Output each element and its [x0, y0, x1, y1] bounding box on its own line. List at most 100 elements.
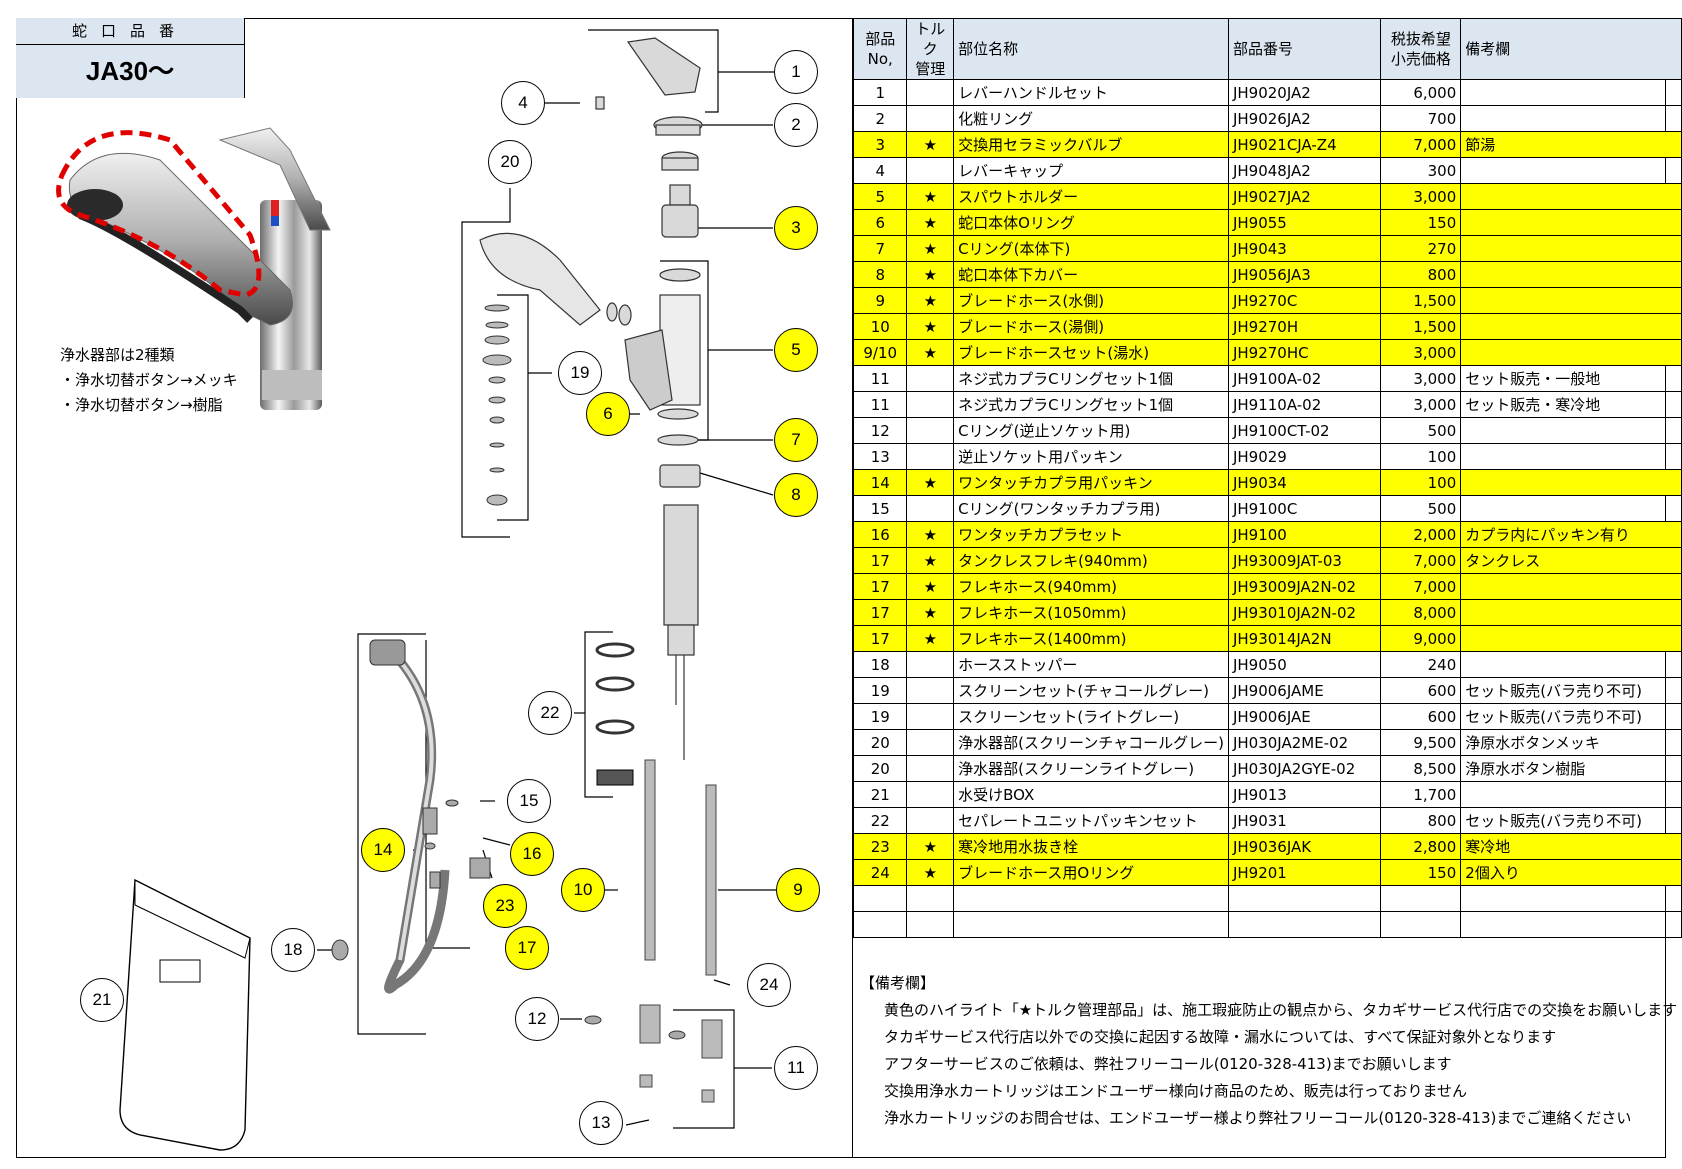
cell-torque: [906, 79, 955, 106]
cell-price: 3,000: [1380, 183, 1462, 210]
cell-part-name: スクリーンセット(ライトグレー): [953, 703, 1229, 730]
cell-part-code: JH9100A-02: [1227, 365, 1382, 392]
header-part-name: 部位名称: [953, 18, 1229, 80]
callout-13: 13: [579, 1101, 623, 1145]
cell-price: [1380, 911, 1462, 938]
cell-torque: [906, 365, 955, 392]
faucet-photo: [56, 127, 331, 410]
cell-torque: ★: [906, 599, 955, 626]
note-line: ・浄水切替ボタン→メッキ: [60, 371, 238, 389]
cell-torque: [906, 443, 955, 470]
cell-remarks: セット販売(バラ売り不可): [1460, 677, 1682, 704]
remarks-line: タカギサービス代行店以外での交換に起因する故障・漏水については、すべて保証対象外…: [884, 1028, 1557, 1046]
cell-torque: [906, 391, 955, 418]
cell-price: 800: [1380, 807, 1462, 834]
cell-torque: [906, 677, 955, 704]
cell-remarks: タンクレス: [1460, 547, 1682, 574]
cell-part-no: 19: [852, 703, 908, 730]
table-row: [852, 911, 1682, 938]
cell-part-code: JH9043: [1227, 235, 1382, 262]
cell-part-code: JH9056JA3: [1227, 261, 1382, 288]
cell-torque: ★: [906, 625, 955, 652]
remarks-line: 浄水カートリッジのお問合せは、エンドユーザー様より弊社フリーコール(0120-3…: [884, 1109, 1632, 1127]
cell-part-no: 2: [852, 105, 908, 132]
cell-torque: ★: [906, 833, 955, 860]
cell-torque: [906, 105, 955, 132]
cell-price: 300: [1380, 157, 1462, 184]
cell-price: 6,000: [1380, 79, 1462, 106]
exploded-diagram: [119, 29, 776, 1151]
cell-remarks: [1460, 443, 1682, 470]
cell-torque: [906, 417, 955, 444]
model-box: 蛇口品番 JA30～: [16, 18, 245, 98]
callout-9: 9: [776, 868, 820, 912]
cell-part-no: [852, 885, 908, 912]
cell-part-name: ワンタッチカプラ用パッキン: [953, 469, 1229, 496]
callout-1: 1: [774, 50, 818, 94]
cell-torque: ★: [906, 287, 955, 314]
note-line: ・浄水切替ボタン→樹脂: [60, 396, 223, 414]
cell-remarks: セット販売・一般地: [1460, 365, 1682, 392]
callout-20: 20: [488, 140, 532, 184]
note-line: 浄水器部は2種類: [60, 346, 175, 364]
cell-price: 3,000: [1380, 365, 1462, 392]
column-divider: [852, 18, 853, 1158]
cell-part-code: JH9110A-02: [1227, 391, 1382, 418]
cell-price: 3,000: [1380, 391, 1462, 418]
remarks-line: 交換用浄水カートリッジはエンドユーザー様向け商品のため、販売は行っておりません: [884, 1082, 1468, 1100]
callout-5: 5: [774, 328, 818, 372]
cell-part-code: JH9048JA2: [1227, 157, 1382, 184]
cell-part-no: 10: [852, 313, 908, 340]
cell-part-no: [852, 911, 908, 938]
cell-price: 100: [1380, 469, 1462, 496]
cell-remarks: [1460, 885, 1682, 912]
cell-remarks: [1460, 235, 1682, 262]
cell-part-no: 5: [852, 183, 908, 210]
cell-part-no: 17: [852, 573, 908, 600]
cell-part-no: 11: [852, 391, 908, 418]
cell-part-code: JH9034: [1227, 469, 1382, 496]
callout-2: 2: [774, 103, 818, 147]
cell-part-name: Cリング(本体下): [953, 235, 1229, 262]
cell-part-code: [1227, 911, 1382, 938]
cell-price: 500: [1380, 417, 1462, 444]
cell-part-no: 9/10: [852, 339, 908, 366]
cell-part-code: JH9100CT-02: [1227, 417, 1382, 444]
cell-part-code: JH9020JA2: [1227, 79, 1382, 106]
cell-part-name: ネジ式カプラCリングセット1個: [953, 391, 1229, 418]
cell-part-code: JH9270HC: [1227, 339, 1382, 366]
cell-part-name: [953, 911, 1229, 938]
cell-remarks: カプラ内にパッキン有り: [1460, 521, 1682, 548]
table-row: [852, 885, 1682, 912]
cell-part-name: 浄水器部(スクリーンライトグレー): [953, 755, 1229, 782]
cell-part-code: JH93009JA2N-02: [1227, 573, 1382, 600]
cell-part-code: JH93009JAT-03: [1227, 547, 1382, 574]
cell-remarks: 浄原水ボタン樹脂: [1460, 755, 1682, 782]
cell-remarks: [1460, 573, 1682, 600]
cell-part-name: 逆止ソケット用パッキン: [953, 443, 1229, 470]
cell-torque: ★: [906, 313, 955, 340]
cell-part-code: JH9031: [1227, 807, 1382, 834]
cell-part-name: ワンタッチカプラセット: [953, 521, 1229, 548]
cell-part-name: タンクレスフレキ(940mm): [953, 547, 1229, 574]
cell-part-code: JH9050: [1227, 651, 1382, 678]
cell-remarks: セット販売(バラ売り不可): [1460, 703, 1682, 730]
cell-price: 100: [1380, 443, 1462, 470]
cell-part-name: レバーキャップ: [953, 157, 1229, 184]
cell-part-code: [1227, 885, 1382, 912]
cell-part-name: フレキホース(940mm): [953, 573, 1229, 600]
cell-remarks: [1460, 105, 1682, 132]
cell-torque: [906, 729, 955, 756]
